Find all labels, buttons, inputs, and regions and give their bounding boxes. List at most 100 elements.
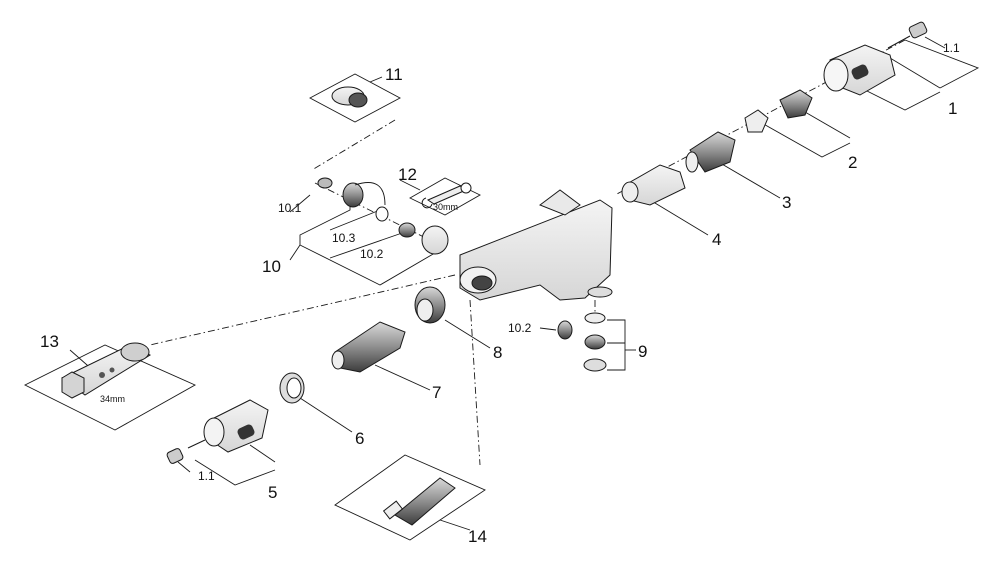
callout-10-1: 10.1	[278, 201, 302, 215]
axis-line-left	[149, 274, 456, 346]
callout-3: 3	[782, 193, 791, 212]
screw-1-1-cap	[908, 21, 928, 39]
leader-10-b	[299, 244, 441, 286]
cartridge-14-stem	[382, 500, 404, 520]
part-7	[334, 321, 406, 373]
axis-line-14	[469, 299, 481, 466]
key-13-hex	[61, 371, 85, 399]
part-4-end	[621, 181, 639, 203]
callout-labels: 1 1.1 2 3 4 5 1.1 6 7 8 9 10 10.1 10.3 1…	[40, 41, 960, 546]
leader-1	[854, 84, 941, 111]
leader-9-bracket	[607, 319, 626, 371]
part-1-window	[851, 64, 869, 80]
leader-3	[714, 159, 781, 199]
part-6-hole	[286, 377, 302, 399]
callout-10: 10	[262, 257, 281, 276]
part-10-2	[398, 222, 416, 238]
tool-size-key: 34mm	[100, 394, 125, 404]
part-10-3-oring	[375, 206, 389, 222]
axis-line-11	[311, 119, 396, 171]
part-3	[689, 131, 736, 173]
callout-1-1-b: 1.1	[198, 469, 215, 483]
leader-1-c	[904, 39, 980, 89]
part-10-2-b	[557, 320, 573, 340]
callout-6: 6	[355, 429, 364, 448]
key-13-end	[120, 342, 150, 362]
part-1-handle	[823, 44, 896, 96]
part-5-face	[203, 417, 225, 447]
part-13-inset	[23, 342, 197, 431]
part-5-handle	[203, 399, 269, 453]
part-1-1-screw	[887, 21, 928, 49]
callout-4: 4	[712, 230, 721, 249]
part-12-inset	[409, 177, 481, 216]
screw-1-1-shank	[887, 35, 911, 49]
valve-body-left-bore-inner	[471, 275, 493, 291]
part-7-thermo-cartridge	[331, 321, 406, 373]
cartridge-14	[394, 477, 456, 526]
callout-13: 13	[40, 332, 59, 351]
leader-5-b	[249, 444, 276, 463]
axis-line-10	[314, 182, 441, 246]
leader-5	[194, 459, 276, 486]
key-13-hole-b	[109, 367, 115, 373]
screw-5-shank	[187, 439, 206, 449]
part-10-2-small	[557, 320, 573, 340]
leader-12	[399, 179, 421, 191]
part-7-end	[331, 350, 345, 370]
tool-size-wrench: 30mm	[433, 202, 458, 212]
key-13-hole-a	[99, 372, 105, 378]
leader-10-3	[329, 209, 381, 231]
part-14-inset	[334, 454, 486, 541]
callout-12: 12	[398, 165, 417, 184]
inset-frame-11	[309, 73, 401, 123]
leader-lines	[69, 36, 980, 531]
valve-body-shell	[459, 199, 613, 301]
part-6-ring	[279, 372, 305, 404]
valve-body-top-boss	[538, 189, 581, 216]
leader-10-1	[289, 194, 311, 213]
callout-2: 2	[848, 153, 857, 172]
part-10-nut	[421, 225, 449, 255]
callout-10-2-b: 10.2	[508, 321, 532, 335]
part-2-a	[779, 89, 813, 119]
callout-1-1-a: 1.1	[943, 41, 960, 55]
part-5-window	[237, 424, 255, 440]
screw-5-cap	[166, 448, 184, 464]
part-8-face	[416, 298, 434, 322]
part-10-curve	[354, 182, 386, 206]
callout-9: 9	[638, 342, 647, 361]
callout-11: 11	[385, 65, 403, 84]
leader-1-1-left	[177, 461, 191, 473]
part-10-1	[317, 177, 333, 189]
part-1-face	[823, 58, 849, 92]
leader-1-1	[924, 36, 946, 49]
callout-10-2-a: 10.2	[360, 247, 384, 261]
part-9-ring	[583, 358, 607, 372]
inset-frame-12	[409, 177, 481, 216]
callout-7: 7	[432, 383, 441, 402]
part-11-inset	[309, 73, 401, 123]
callout-14: 14	[468, 527, 487, 546]
leader-6	[299, 397, 353, 433]
part-2-cartridge-head	[744, 89, 813, 133]
part-11-bore	[348, 92, 368, 108]
leader-8	[444, 319, 491, 349]
wrench-12-ring	[460, 182, 472, 194]
callout-8: 8	[493, 343, 502, 362]
part-8-nut	[414, 286, 446, 324]
part-5-screw	[166, 439, 206, 464]
part-4-sleeve	[621, 164, 686, 206]
callout-5: 5	[268, 483, 277, 502]
leader-11	[369, 76, 383, 83]
valve-body	[459, 189, 613, 301]
wrench-12-jaw	[421, 197, 433, 209]
inset-frame-14	[334, 454, 486, 541]
leader-14	[439, 519, 471, 531]
part-9-washer	[584, 312, 606, 324]
part-10-body	[342, 182, 364, 208]
leader-1-b	[884, 54, 941, 89]
inset-frame-13	[23, 344, 197, 431]
